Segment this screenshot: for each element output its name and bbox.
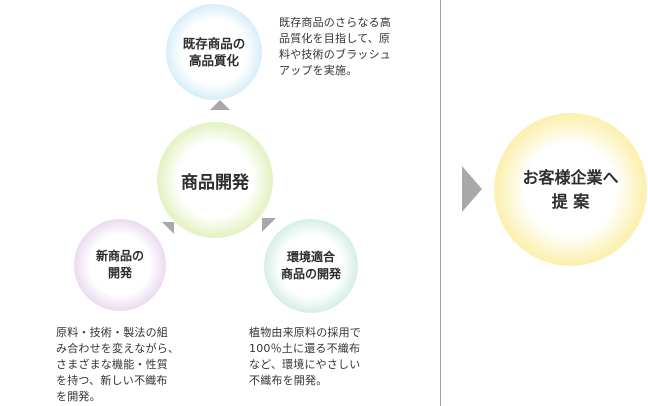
new-product-label: 新商品の 開発 [95,249,144,280]
quality-improvement-circle: 既存商品の 高品質化 [166,4,262,100]
quality-improvement-description: 既存商品のさらなる高 品質化を目指して、原 料や技術のブラッシュ アップを実施。 [279,16,391,77]
eco-product-description: 植物由来原料の採用で 100％土に還る不織布 など、環境にやさしい 不織布を開発… [249,326,361,387]
eco-product-label: 環境適合 商品の開発 [280,250,341,281]
arrow-right-diagonal-icon [262,218,276,232]
quality-improvement-label: 既存商品の 高品質化 [182,36,246,68]
new-product-description: 原料・技術・製法の組 み合わせを変えながら、 さまざまな機能・性質 を持つ、新し… [56,326,180,403]
arrow-right-icon [462,166,482,212]
arrow-up-icon [210,100,230,110]
section-divider [440,0,441,406]
product-development-label: 商品開発 [181,172,249,193]
customer-proposal-circle: お客様企業へ 提 案 [494,113,647,266]
new-product-circle: 新商品の 開発 [74,219,166,311]
customer-proposal-label: お客様企業へ 提 案 [522,167,619,211]
product-development-circle: 商品開発 [157,122,273,238]
arrow-left-diagonal-icon [162,222,174,234]
eco-product-circle: 環境適合 商品の開発 [264,219,358,313]
